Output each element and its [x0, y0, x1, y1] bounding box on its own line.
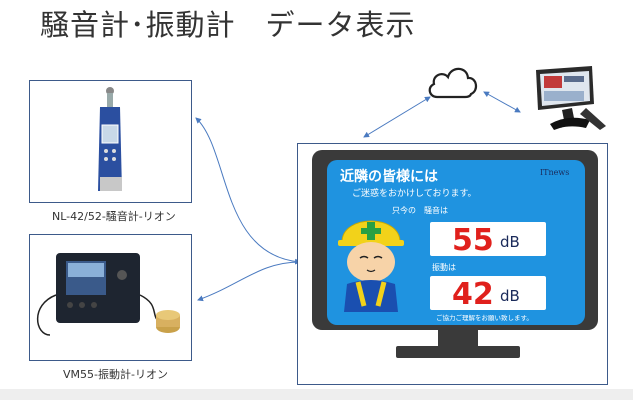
monitor-neck	[438, 330, 478, 348]
monitor-base	[396, 346, 520, 358]
vibration-value: 42	[452, 277, 494, 312]
desktop-computer-icon	[536, 66, 606, 130]
vibration-meter-caption: VM55-振動計-リオン	[63, 368, 168, 381]
noise-value: 55	[452, 223, 494, 258]
sign-subheading: ご迷惑をおかけしております。	[352, 189, 477, 199]
cloud-icon	[428, 67, 478, 99]
sound-meter-caption: NL-42/52-騒音計-リオン	[52, 210, 176, 223]
vibration-value-box	[430, 276, 546, 310]
noise-unit: dB	[500, 233, 520, 251]
vibration-label: 振動は	[432, 263, 456, 272]
sound-level-meter-icon	[98, 87, 122, 191]
sound-level-meter-box	[29, 80, 192, 203]
vibration-unit: dB	[500, 287, 520, 305]
sign-heading: 近隣の皆様には	[340, 169, 438, 185]
noise-label: 騒音は	[424, 206, 448, 215]
vibration-meter-icon	[37, 253, 180, 336]
worker-mascot-icon	[338, 220, 404, 312]
link-cloud-pc	[483, 91, 521, 113]
noise-value-box	[430, 222, 546, 256]
sign-footer: ご協力ご理解をお願い致します。	[436, 314, 533, 322]
page-title: 騒音計･振動計 データ表示	[40, 8, 416, 42]
sign-brand: ITnews	[540, 168, 570, 177]
link-sign-cloud	[363, 96, 431, 138]
bottom-strip	[0, 389, 633, 400]
now-label: 只今の	[392, 206, 416, 215]
link-vibration-meter	[197, 261, 301, 302]
link-sound-meter	[195, 117, 301, 265]
vibration-meter-box	[29, 234, 192, 361]
